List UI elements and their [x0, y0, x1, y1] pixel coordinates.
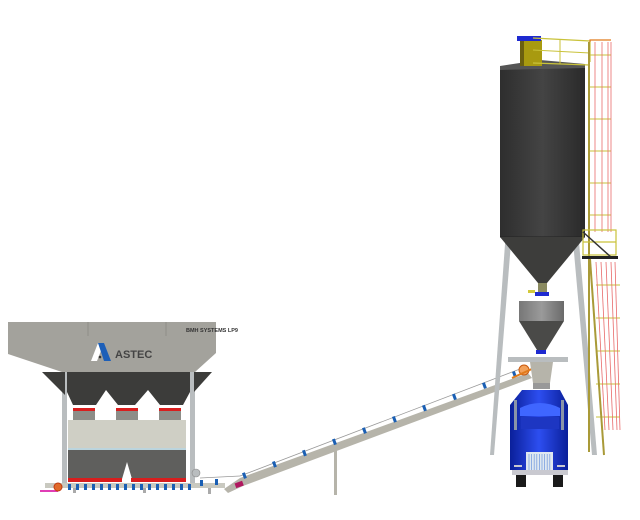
belt-drive: [234, 480, 244, 489]
belt-idler: [84, 484, 87, 490]
hopper-body: [8, 322, 216, 372]
silo-body: [500, 66, 585, 237]
conveyor-idler: [362, 427, 367, 434]
belt-idler: [140, 484, 143, 490]
collector-belt: [40, 479, 225, 493]
conveyor-frame: [224, 373, 532, 493]
bin-side-left: [42, 372, 65, 395]
belt-idler: [200, 480, 203, 486]
belt-idler: [108, 484, 111, 490]
windshield: [521, 417, 559, 429]
silo-leg: [572, 230, 597, 455]
belt-idler: [132, 484, 135, 490]
bin-side-right: [194, 372, 212, 392]
cement-weigh-hopper: [519, 301, 564, 321]
silo-crossbar: [508, 357, 568, 362]
conveyor-idler: [331, 438, 337, 446]
conveyor-idler: [421, 404, 427, 412]
landing-platform: [582, 229, 617, 259]
bin-leg: [190, 372, 195, 484]
brand-name: ASTEC: [115, 349, 152, 361]
belt-idler: [76, 484, 79, 490]
inclined-conveyor: [199, 364, 535, 495]
belt-idler: [164, 484, 167, 490]
aggregate-bins: [67, 372, 190, 405]
hopper-label: BMH SYSTEMS LP9: [186, 328, 238, 334]
silo-cone: [500, 237, 585, 283]
cement-silo: [490, 36, 621, 456]
belt-idler: [92, 484, 95, 490]
belt-idler: [124, 484, 127, 490]
conveyor-idler: [482, 382, 487, 389]
belt-idler: [148, 484, 151, 490]
conveyor-idler: [451, 393, 457, 401]
belt-idler: [172, 484, 175, 490]
dust-collector: [520, 40, 542, 66]
bin-gate: [116, 408, 138, 411]
belt-idler: [116, 484, 119, 490]
conveyor-idler: [242, 472, 247, 479]
conveyor-support: [334, 448, 337, 495]
astec-logo: ASTEC: [91, 343, 152, 361]
ladder-rail: [588, 42, 590, 452]
conveyor-idler: [391, 415, 397, 423]
silo-leg: [490, 230, 512, 455]
belt-idler: [188, 484, 191, 490]
weigh-hopper: [68, 420, 186, 448]
belt-idler: [156, 484, 159, 490]
belt-idler: [180, 484, 183, 490]
belt-idler: [100, 484, 103, 490]
bin-leg: [62, 372, 67, 484]
mixer-truck: [510, 390, 568, 487]
bin-gate: [73, 408, 95, 411]
belt-idler: [68, 484, 71, 490]
conveyor-idler: [301, 449, 307, 457]
loadout-chute: [530, 362, 553, 383]
conveyor-idler: [272, 460, 277, 468]
ladder-cage: [594, 42, 621, 431]
belt-idler: [215, 479, 218, 485]
bin-gate: [159, 408, 181, 411]
aggregate-bin-unit: ASTEC BMH SYSTEMS LP9: [8, 322, 238, 484]
